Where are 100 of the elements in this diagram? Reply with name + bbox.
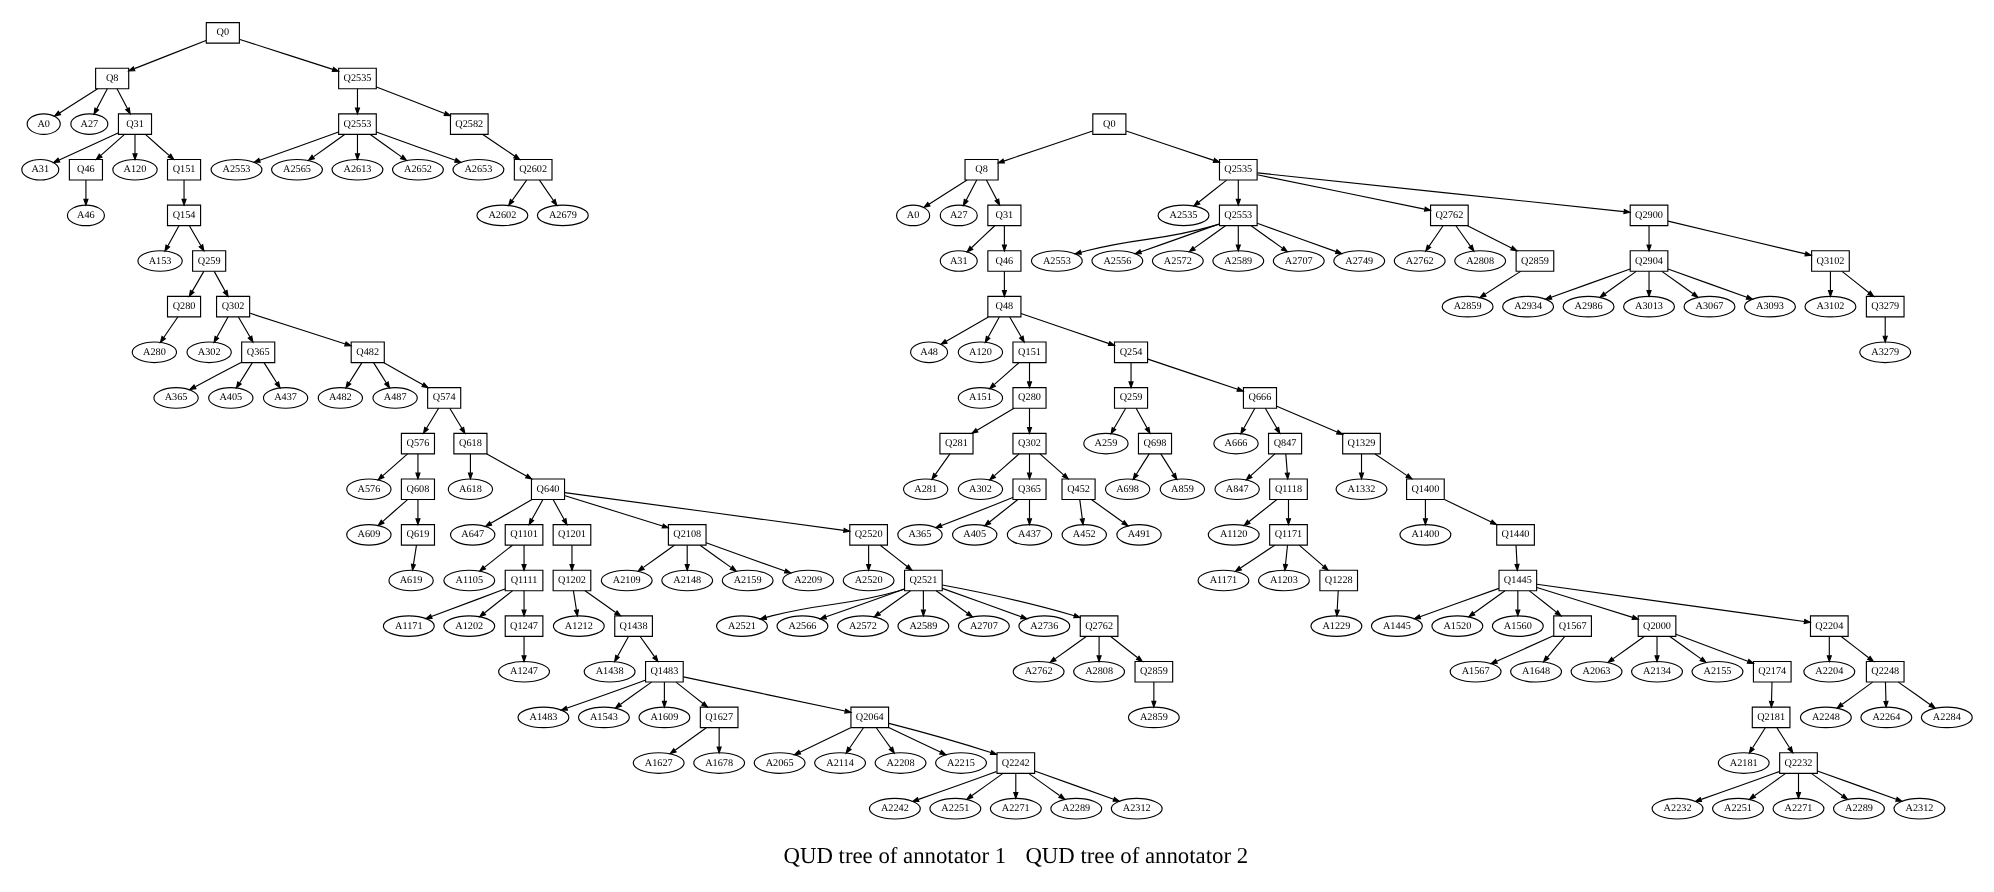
arrow: [1028, 771, 1067, 800]
arrow: [1235, 224, 1242, 252]
arrow: [507, 178, 528, 206]
arrow: [1661, 269, 1700, 298]
arrow: [873, 589, 912, 617]
arrow: [1897, 680, 1937, 708]
arrow: [1810, 771, 1849, 800]
arrow: [1048, 634, 1087, 663]
arrow: [1795, 771, 1802, 800]
arrow: [584, 589, 622, 616]
arrow: [985, 178, 1001, 206]
arrow: [1298, 543, 1330, 571]
arrow: [1039, 452, 1070, 480]
arrow: [569, 543, 575, 571]
arrow: [449, 406, 466, 434]
arrow: [1542, 634, 1566, 663]
arrow: [188, 269, 205, 297]
arrow: [375, 130, 463, 162]
arrow: [410, 543, 418, 571]
arrow: [1528, 589, 1563, 616]
arrow: [127, 39, 207, 71]
arrow: [988, 452, 1020, 480]
arrow: [1079, 498, 1085, 526]
arrow: [181, 178, 187, 206]
arrow: [1443, 498, 1498, 525]
arrow: [376, 498, 409, 526]
arrow: [354, 87, 361, 115]
arrow: [1110, 406, 1127, 435]
arrow: [1151, 680, 1157, 708]
arrow: [486, 452, 534, 479]
arrow: [675, 680, 709, 708]
arrow: [1693, 770, 1780, 801]
arrow: [639, 634, 659, 662]
arrow: [369, 132, 408, 161]
arrow: [888, 725, 948, 755]
arrow: [1654, 634, 1660, 663]
arrow: [376, 452, 409, 480]
arrow: [1466, 224, 1519, 251]
arrow: [213, 269, 229, 297]
arrow: [879, 543, 914, 571]
arrow: [1001, 224, 1008, 252]
arrow: [996, 129, 1094, 163]
arrow: [920, 589, 927, 617]
arrow: [970, 406, 1015, 434]
arrow: [684, 543, 690, 571]
arrow: [415, 452, 421, 480]
arrow: [375, 85, 452, 116]
arrow: [1606, 634, 1645, 663]
arrow: [1264, 406, 1281, 434]
arrow: [668, 726, 707, 754]
arrow: [354, 132, 361, 161]
arrow: [1489, 634, 1554, 664]
arrow: [613, 634, 630, 662]
arrow: [521, 589, 527, 617]
arrow: [564, 491, 852, 533]
arrow: [1284, 452, 1291, 480]
arrow: [1034, 769, 1121, 801]
arrow: [1257, 171, 1632, 214]
arrow: [1374, 452, 1414, 479]
arrow: [95, 132, 126, 160]
arrow: [1013, 771, 1019, 800]
arrow: [1646, 224, 1652, 252]
arrow: [911, 770, 998, 801]
arrow: [988, 361, 1020, 389]
arrow: [1455, 224, 1475, 252]
arrow: [1256, 221, 1344, 254]
arrow: [1334, 589, 1340, 617]
arrow: [614, 680, 653, 708]
arrow: [1667, 267, 1754, 299]
arrow: [521, 634, 527, 663]
arrow: [424, 587, 506, 619]
arrow: [1424, 224, 1444, 252]
arrow: [159, 315, 179, 343]
arrow: [888, 721, 999, 755]
arrow: [1667, 219, 1813, 256]
arrow: [984, 315, 1000, 343]
arrow: [572, 589, 580, 617]
arrow: [307, 132, 346, 161]
arrow: [875, 726, 896, 754]
arrow: [1835, 680, 1874, 708]
arrow: [252, 130, 340, 162]
arrow: [1234, 543, 1276, 572]
arrow: [1256, 173, 1433, 211]
arrow: [478, 543, 513, 572]
arrow: [1026, 498, 1033, 526]
arrow: [962, 178, 978, 206]
arrow: [1544, 267, 1631, 299]
arrow: [237, 315, 254, 343]
arrow: [934, 495, 1014, 528]
arrow: [528, 498, 544, 526]
arrow: [1133, 222, 1220, 254]
arrow: [1001, 269, 1008, 298]
arrow: [1250, 224, 1289, 252]
arrow: [564, 494, 670, 528]
arrow: [1009, 315, 1026, 343]
arrow: [478, 589, 513, 617]
arrow: [559, 678, 646, 710]
arrow: [1073, 222, 1220, 254]
arrow: [983, 498, 1019, 526]
arrow: [188, 224, 205, 252]
